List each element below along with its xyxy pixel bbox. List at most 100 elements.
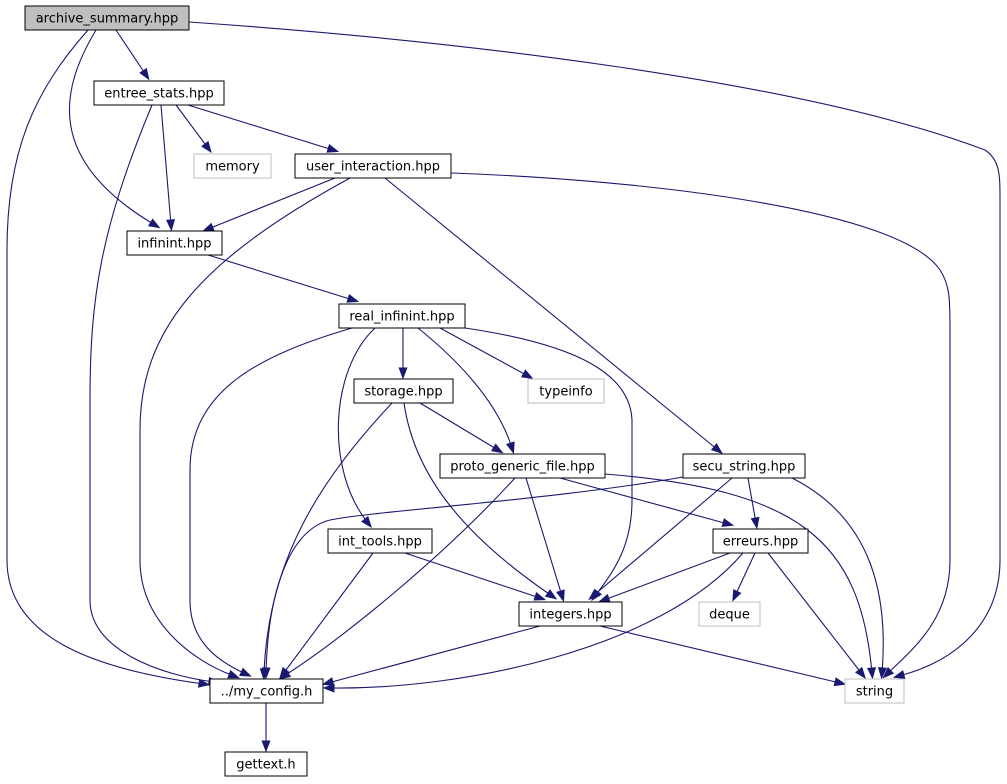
node-int-tools[interactable]: int_tools.hpp [327,528,433,554]
edge-integers-to-my_config [321,625,541,686]
edge-erreurs-to-string [767,552,866,680]
edge-arrowhead [346,294,360,303]
node-memory[interactable]: memory [193,153,272,179]
edge-proto_generic_file-to-string [604,473,876,680]
edge-arrowhead [505,441,515,455]
node-label: int_tools.hpp [338,535,422,550]
edge-arrowhead [490,443,504,454]
edge-secu_string-to-my_config [261,473,701,680]
edge-erreurs-to-integers [597,552,731,603]
edge-arrowhead [721,518,735,527]
edge-archive_summary-to-string [188,21,1001,679]
edge-arrowhead [882,666,895,679]
node-storage[interactable]: storage.hpp [353,378,454,404]
edge-integers-to-string [599,625,847,687]
edge-arrowhead [892,670,906,679]
edge-arrowhead [833,677,847,687]
edge-arrowhead [710,443,723,455]
node-label: secu_string.hpp [693,460,796,475]
edge-int_tools-to-my_config [279,552,374,680]
edge-real_infinint-to-typeinfo [439,327,534,380]
node-secu-string[interactable]: secu_string.hpp [682,453,806,479]
edge-arrowhead [750,516,760,530]
edge-proto_generic_file-to-erreurs [559,477,735,527]
edge-int_tools-to-integers [404,552,547,601]
node-label: typeinfo [539,385,592,400]
node-label: gettext.h [236,758,295,773]
node-infinint[interactable]: infinint.hpp [126,230,223,256]
edge-erreurs-to-deque [732,552,756,602]
edge-archive_summary-to-entree_stats [115,29,150,81]
edge-arrowhead [321,677,335,686]
edge-arrowhead [361,515,372,528]
node-label: deque [709,608,750,623]
node-deque[interactable]: deque [698,601,761,627]
node-label: storage.hpp [364,385,442,400]
edge-storage-to-proto_generic_file [419,402,504,454]
edge-entree_stats-to-infinint [160,104,176,232]
node-label: real_infinint.hpp [349,310,454,325]
node-label: erreurs.hpp [723,535,798,550]
edge-arrowhead [239,667,252,677]
edge-layer [6,21,1001,753]
node-proto-generic-file[interactable]: proto_generic_file.hpp [439,453,606,479]
edge-user_interaction-to-my_config [139,177,351,679]
node-archive-summary[interactable]: archive_summary.hpp [24,5,190,31]
node-label: memory [205,160,260,175]
edge-arrowhead [867,667,876,680]
edge-arrowhead [588,589,601,601]
edge-arrowhead [202,222,215,232]
edge-erreurs-to-my_config [322,552,744,693]
node-label: entree_stats.hpp [104,87,213,102]
node-layer: archive_summary.hpp entree_stats.hpp mem… [24,5,905,777]
edge-archive_summary-to-infinint [68,29,161,229]
edge-infinint-to-real_infinint [207,254,360,303]
node-integers[interactable]: integers.hpp [518,601,623,627]
node-entree-stats[interactable]: entree_stats.hpp [93,80,225,106]
edge-arrowhead [201,140,212,154]
edge-arrowhead [227,669,241,679]
node-typeinfo[interactable]: typeinfo [527,378,605,404]
edge-arrowhead [855,666,866,680]
edge-real_infinint-to-int_tools [337,327,376,528]
node-erreurs[interactable]: erreurs.hpp [712,528,809,554]
node-label: archive_summary.hpp [36,12,179,27]
edge-arrowhead [261,740,271,753]
edge-arrowhead [139,67,150,81]
edge-secu_string-to-erreurs [747,477,760,530]
edge-secu_string-to-integers [588,477,733,601]
edge-real_infinint-to-my_config [189,327,353,677]
edge-user_interaction-to-secu_string [384,177,723,455]
edge-user_interaction-to-string [450,172,951,679]
edge-arrowhead [533,591,547,601]
node-label: proto_generic_file.hpp [450,460,595,475]
edge-storage-to-integers [403,402,558,600]
edge-arrowhead [732,589,742,602]
node-user-interaction[interactable]: user_interaction.hpp [294,153,452,179]
node-label: integers.hpp [529,608,611,623]
edge-real_infinint-to-proto_generic_file [417,327,515,455]
edge-arrowhead [521,369,534,380]
edge-archive_summary-to-my_config [6,29,211,688]
edge-arrowhead [197,678,211,688]
node-label: ../my_config.h [221,685,313,700]
node-real-infinint[interactable]: real_infinint.hpp [338,303,466,329]
edge-arrowhead [877,667,887,680]
edge-arrowhead [279,666,290,680]
edge-arrowhead [322,683,335,693]
edge-arrowhead [326,144,340,153]
node-gettext[interactable]: gettext.h [224,751,308,777]
node-string[interactable]: string [844,678,905,704]
edge-arrowhead [597,593,611,603]
edge-entree_stats-to-user_interaction [187,104,340,153]
node-label: infinint.hpp [137,237,211,252]
edge-arrowhead [556,589,565,603]
edge-arrowhead [398,367,408,380]
edge-real_infinint-to-storage [398,328,408,380]
node-my-config[interactable]: ../my_config.h [209,678,324,704]
edge-my_config-to-gettext [261,703,271,753]
node-label: string [856,685,893,700]
edge-arrowhead [261,667,271,680]
edge-entree_stats-to-memory [175,104,212,154]
